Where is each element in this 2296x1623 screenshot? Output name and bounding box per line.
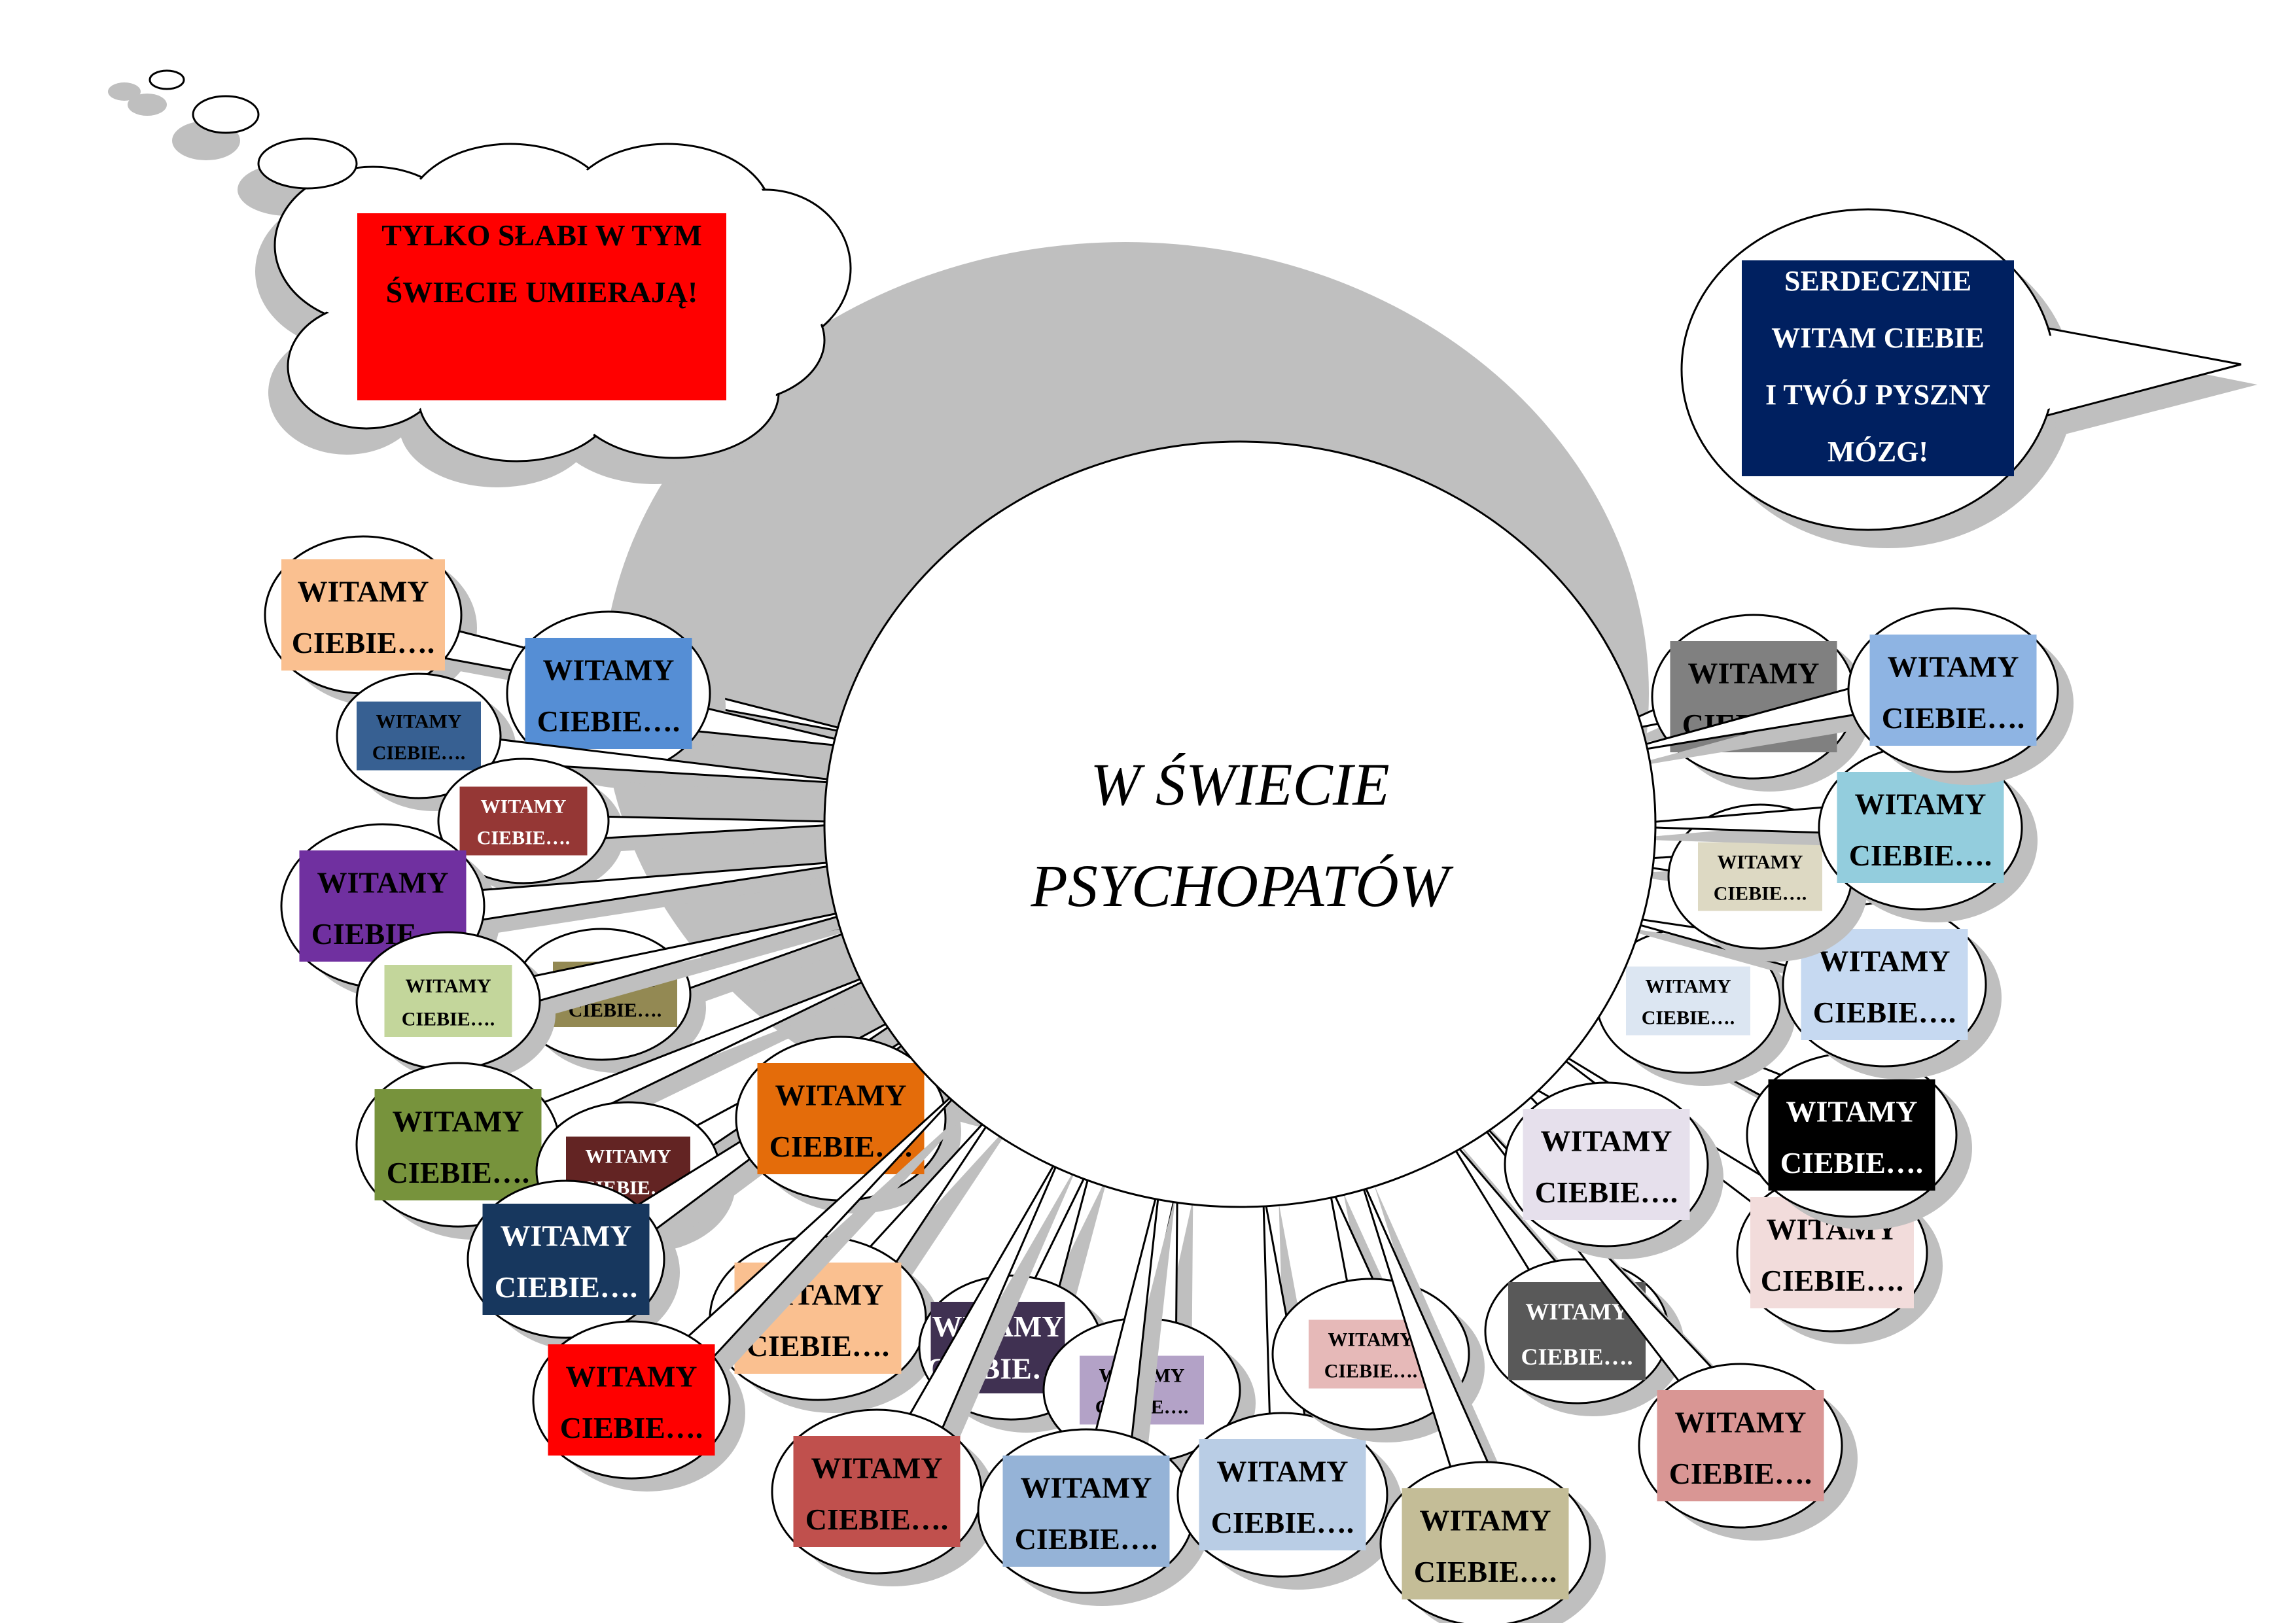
bubble-line-1: WITAMY	[811, 1452, 942, 1485]
bubble-line-1: WITAMY	[1419, 1504, 1551, 1537]
welcome-bubble: WITAMY CIEBIE….	[506, 610, 897, 788]
bubble-line-1: WITAMY	[585, 1145, 671, 1167]
bubble-line-1: WITAMY	[317, 866, 448, 899]
bubble-line-2: CIEBIE….	[1642, 1007, 1735, 1029]
bubble-color-box	[1657, 1390, 1824, 1501]
bubble-color-box	[459, 786, 588, 856]
bubble-line-1: WITAMY	[405, 975, 491, 997]
bubble-line-2: CIEBIE….	[560, 1411, 703, 1444]
bubble-color-box	[1698, 842, 1822, 911]
bubble-line-1: WITAMY	[1540, 1125, 1672, 1158]
bubble-line-1: WITAMY	[392, 1105, 523, 1138]
bubble-line-2: CIEBIE….	[747, 1329, 890, 1363]
central-title-line-2: PSYCHOPATÓW	[1031, 852, 1454, 919]
welcome-bubble: WITAMY CIEBIE….	[1595, 901, 2002, 1079]
bubble-line-2: CIEBIE….	[537, 705, 680, 738]
bubble-color-box	[1002, 1456, 1170, 1567]
bubble-color-box	[548, 1344, 715, 1456]
bubble-line-1: WITAMY	[376, 710, 461, 732]
bubble-line-2: CIEBIE….	[1521, 1344, 1633, 1370]
thought-line-1: TYLKO SŁABI W TYM	[381, 218, 702, 252]
bubble-line-2: CIEBIE….	[495, 1270, 638, 1304]
bubble-line-1: WITAMY	[1328, 1329, 1413, 1350]
bubble-line-1: WITAMY	[775, 1079, 906, 1112]
bubble-color-box	[793, 1436, 961, 1547]
welcome-bubble: WITAMY CIEBIE….	[1580, 928, 1795, 1086]
bubble-line-2: CIEBIE….	[1015, 1522, 1158, 1556]
bubble-color-box	[1869, 635, 2037, 746]
bubble-color-box	[1523, 1109, 1690, 1220]
bubble-line-1: WITAMY	[1645, 975, 1731, 997]
bubble-line-1: WITAMY	[542, 654, 674, 687]
bubble-line-1: WITAMY	[1020, 1471, 1152, 1505]
bubble-color-box	[281, 559, 445, 671]
thought-box	[357, 213, 726, 400]
greeting-box	[1742, 260, 2014, 476]
bubble-line-1: WITAMY	[1854, 788, 1986, 821]
bubble-line-1: WITAMY	[297, 575, 429, 608]
greeting-line-3: I TWÓJ PYSZNY	[1765, 379, 1990, 411]
bubble-line-2: CIEBIE….	[402, 1008, 495, 1030]
welcome-bubble: WITAMY CIEBIE….	[977, 1181, 1210, 1606]
bubble-line-1: WITAMY	[1786, 1095, 1917, 1128]
bubble-line-2: CIEBIE….	[1211, 1506, 1354, 1539]
bubble-line-2: CIEBIE….	[292, 626, 435, 659]
bubble-line-1: WITAMY	[1525, 1299, 1628, 1325]
welcome-bubble: WITAMY CIEBIE….	[1599, 607, 2074, 785]
bubble-line-1: WITAMY	[1216, 1455, 1348, 1488]
bubble-line-1: WITAMY	[1717, 851, 1803, 873]
bubble-line-1: WITAMY	[500, 1219, 631, 1253]
bubble-line-2: CIEBIE….	[387, 1156, 530, 1189]
bubble-line-2: CIEBIE….	[372, 742, 466, 764]
greeting-line-1: SERDECZNIE	[1784, 265, 1971, 297]
greeting-line-2: WITAM CIEBIE	[1771, 322, 1985, 354]
bubble-line-1: WITAMY	[1687, 657, 1819, 690]
welcome-bubble: WITAMY CIEBIE….	[355, 903, 898, 1083]
welcome-bubbles: WITAMY CIEBIE…. WITAMY CIEBIE…. WITAMY CIEBIE…	[264, 535, 2074, 1623]
welcome-bubble: WITAMY CIEBIE….	[771, 1145, 1081, 1586]
bubble-color-box	[384, 965, 512, 1037]
bubble-line-2: CIEBIE….	[1414, 1555, 1557, 1588]
bubble-color-box	[1626, 966, 1750, 1036]
bubble-line-2: CIEBIE….	[1780, 1146, 1924, 1179]
bubble-color-box	[1199, 1439, 1366, 1550]
bubble-line-1: WITAMY	[565, 1360, 697, 1393]
bubble-line-2: CIEBIE….	[1849, 839, 1992, 872]
bubble-line-2: CIEBIE….	[1882, 701, 2025, 735]
bubble-color-box	[482, 1204, 650, 1315]
welcome-bubble: WITAMY CIEBIE….	[1606, 744, 2038, 922]
bubble-line-1: WITAMY	[480, 795, 566, 817]
central-title-line-1: W ŚWIECIE	[1090, 751, 1389, 818]
bubble-line-2: CIEBIE….	[1813, 996, 1956, 1029]
thought-cloud: TYLKO SŁABI W TYM ŚWIECIE UMIERAJĄ!	[108, 69, 852, 487]
welcome-bubble: WITAMY CIEBIE….	[1357, 1170, 1606, 1623]
welcome-bubble: WITAMY CIEBIE….	[532, 1075, 990, 1492]
welcome-bubble: WITAMY CIEBIE….	[1504, 1072, 1723, 1259]
welcome-bubble: WITAMY CIEBIE….	[437, 758, 890, 896]
bubble-line-2: CIEBIE….	[805, 1503, 949, 1536]
welcome-bubble: WITAMY CIEBIE….	[1176, 1189, 1403, 1590]
bubble-color-box	[1837, 772, 2004, 883]
bubble-line-2: CIEBIE….	[1669, 1457, 1812, 1490]
bubble-line-2: CIEBIE….	[1761, 1264, 1904, 1297]
bubble-color-box	[525, 638, 692, 749]
bubble-line-2: CIEBIE….	[1324, 1361, 1418, 1382]
thought-line-2: ŚWIECIE UMIERAJĄ!	[386, 275, 698, 309]
bubble-line-1: WITAMY	[1887, 650, 2019, 684]
bubble-color-box	[1402, 1488, 1569, 1599]
bubble-color-box	[1768, 1079, 1935, 1191]
greeting-bubble: SERDECZNIE WITAM CIEBIE I TWÓJ PYSZNY MÓ…	[1680, 208, 2257, 548]
bubble-line-1: WITAMY	[1674, 1406, 1806, 1439]
central-ellipse: W ŚWIECIE PSYCHOPATÓW	[823, 440, 1657, 1208]
bubble-color-box	[357, 701, 481, 771]
bubble-line-2: CIEBIE….	[1714, 883, 1807, 905]
bubble-line-2: CIEBIE….	[1535, 1176, 1678, 1209]
bubble-color-box	[374, 1089, 542, 1200]
bubble-line-2: CIEBIE….	[477, 828, 571, 849]
bubble-line-1: WITAMY	[1818, 945, 1950, 978]
greeting-line-4: MÓZG!	[1828, 436, 1928, 468]
